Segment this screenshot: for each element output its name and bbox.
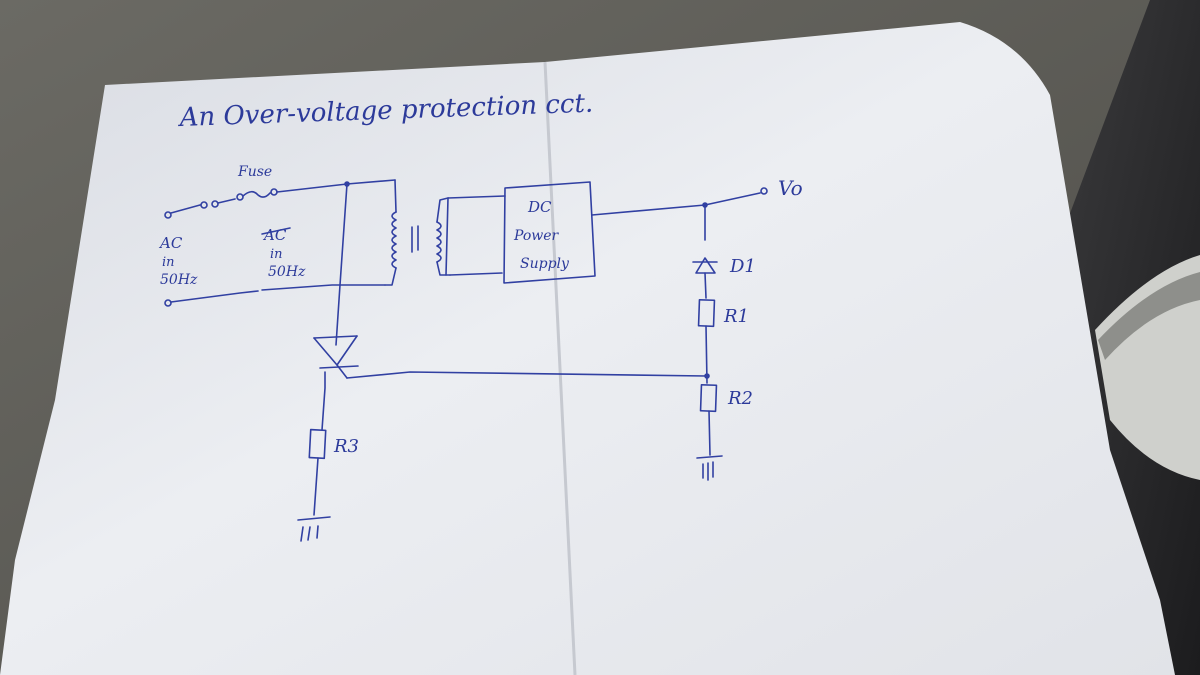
label-r1: R1: [723, 306, 749, 327]
label-fuse: Fuse: [237, 164, 272, 180]
svg-text:Power: Power: [513, 228, 560, 244]
resistor-r2: [699, 383, 718, 413]
circuit-drawing: [164, 179, 768, 542]
svg-text:Supply: Supply: [520, 256, 570, 272]
svg-text:in: in: [270, 247, 283, 262]
label-r2: R2: [727, 388, 753, 409]
svg-text:AC: AC: [158, 234, 183, 252]
scr-thyristor: [313, 335, 359, 379]
fuse-symbol: [236, 188, 278, 201]
svg-text:50Hz: 50Hz: [160, 272, 198, 288]
label-r3: R3: [333, 436, 359, 457]
label-ac-left: AC in 50Hz: [158, 234, 198, 288]
label-vo: Vo: [778, 176, 803, 200]
label-ac-crossed: AC in 50Hz: [261, 226, 306, 280]
paper-fold: [543, 61, 577, 675]
dc-box: [503, 181, 596, 284]
svg-text:in: in: [162, 255, 175, 270]
device-right: [1060, 0, 1200, 675]
svg-text:50Hz: 50Hz: [268, 264, 306, 280]
label-dc-supply: DC Power Supply: [513, 198, 570, 272]
svg-text:DC: DC: [527, 198, 552, 216]
label-d1: D1: [729, 256, 756, 277]
resistor-r3: [308, 428, 327, 460]
ground-left: [297, 516, 331, 542]
paper-sheet: [0, 22, 1175, 675]
ground-right: [696, 455, 723, 481]
